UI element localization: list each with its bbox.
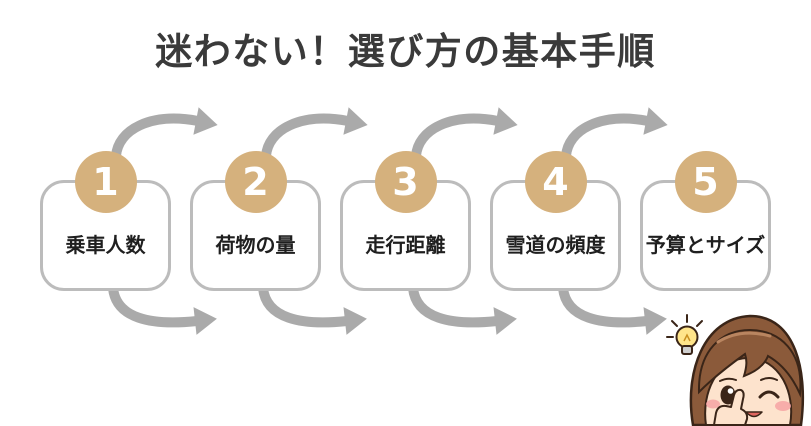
bulb-base: [681, 345, 693, 355]
page-title: 迷わない！選び方の基本手順: [155, 30, 656, 73]
arrow-head: [193, 307, 217, 335]
step-label: 走行距離: [365, 233, 446, 257]
arrow-head: [343, 107, 368, 135]
step-card-1: 1 乗車人数: [40, 151, 171, 291]
eye-wink: [758, 390, 780, 399]
light-ray: [696, 320, 703, 327]
winking-girl-character: [689, 314, 805, 426]
blush-left: [706, 399, 720, 409]
step-label: 雪道の頻度: [505, 233, 606, 257]
step-number-badge: 5: [674, 151, 737, 213]
step-number-badge: 3: [374, 151, 437, 213]
curved-arrow-icon-top-1-to-2: [111, 107, 218, 157]
step-label: 荷物の量: [215, 233, 296, 257]
hair-bangs: [697, 328, 802, 398]
eyebrow-right: [760, 377, 778, 381]
step-card-5: 5 予算とサイズ: [640, 151, 771, 291]
hand: [713, 388, 749, 426]
step-label: 予算とサイズ: [645, 233, 766, 257]
arrow-head: [493, 107, 518, 135]
arrow-shaft: [561, 113, 649, 157]
arrow-head: [643, 107, 668, 135]
step-card-4: 4 雪道の頻度: [490, 151, 621, 291]
arrow-shaft: [108, 287, 198, 328]
blush-right: [775, 401, 791, 411]
mouth: [745, 411, 763, 418]
eye-highlight: [727, 388, 734, 394]
curved-arrow-icon-bottom-1-to-2: [108, 287, 217, 335]
step-number-badge: 1: [74, 151, 137, 213]
step-number-badge: 4: [524, 151, 587, 213]
curved-arrow-icon-top-2-to-3: [261, 107, 368, 157]
arrow-shaft: [258, 287, 348, 328]
light-ray: [671, 320, 678, 327]
arrow-shaft: [408, 287, 498, 328]
lightbulb-icon: [666, 314, 703, 355]
arrow-head: [193, 107, 218, 135]
bulb-glass: [675, 325, 699, 349]
curved-arrow-icon-top-4-to-5: [561, 107, 668, 157]
bulb-filament: [683, 333, 691, 342]
curved-arrow-icon-top-3-to-4: [411, 107, 518, 157]
arrow-shaft: [558, 287, 648, 328]
step-card-2: 2 荷物の量: [190, 151, 321, 291]
arrow-shaft: [411, 113, 499, 157]
eyebrow-left: [719, 377, 737, 382]
step-label: 乗車人数: [65, 233, 146, 257]
arrow-head: [343, 307, 367, 335]
arrow-shaft: [111, 113, 199, 157]
arrow-head: [493, 307, 517, 335]
step-number-badge: 2: [224, 151, 287, 213]
curved-arrow-icon-bottom-3-to-4: [408, 287, 517, 335]
step-card-3: 3 走行距離: [340, 151, 471, 291]
hair-highlight: [716, 331, 772, 344]
arrow-shaft: [261, 113, 349, 157]
curved-arrow-icon-bottom-2-to-3: [258, 287, 367, 335]
curved-arrow-icon-bottom-4-to-5: [558, 287, 667, 335]
arrow-head: [643, 307, 667, 335]
